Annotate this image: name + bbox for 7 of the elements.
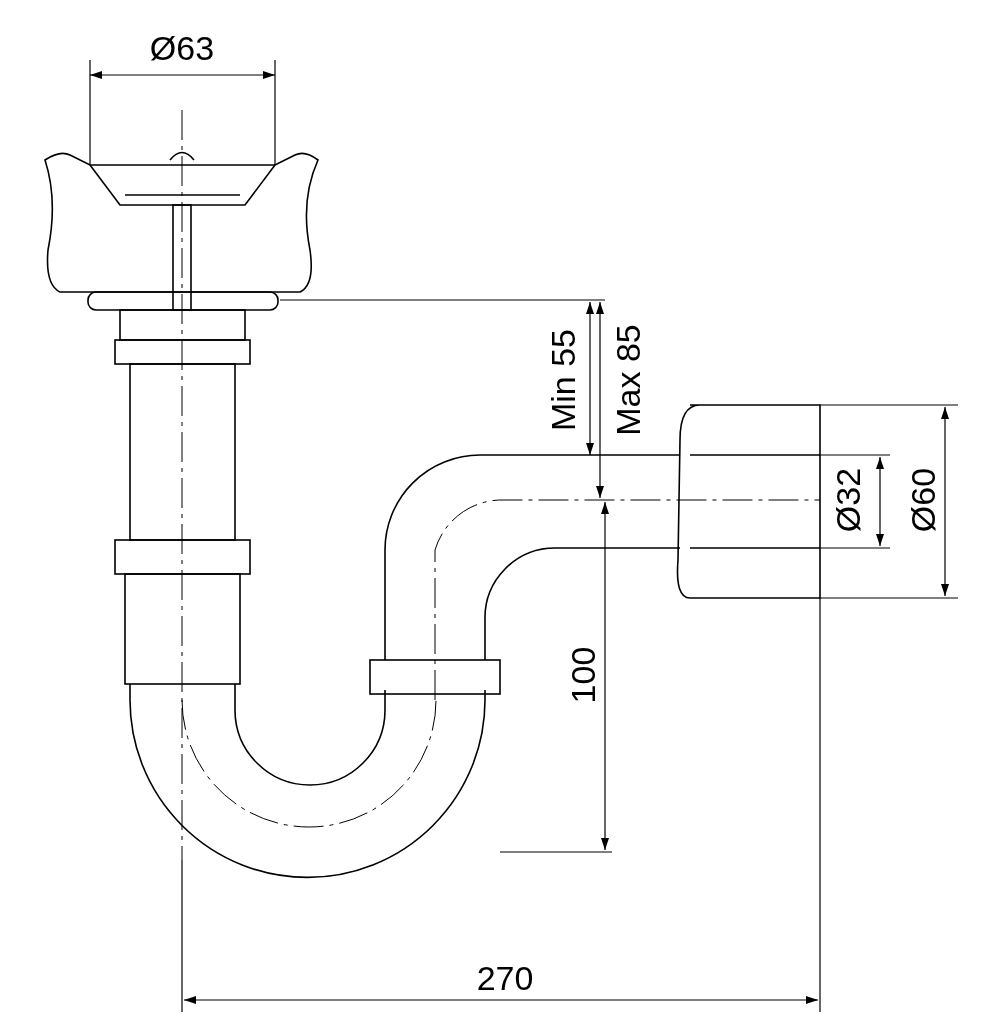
dimension-label: Min 55 — [544, 328, 582, 432]
dimension-label: Ø32 — [829, 467, 867, 533]
dimension-label: Max 85 — [609, 324, 647, 436]
dimension-label: 100 — [564, 646, 602, 704]
dimension-label: Ø60 — [904, 467, 942, 533]
dimension-label: Ø63 — [149, 29, 215, 67]
dimension-label: 270 — [476, 959, 534, 997]
